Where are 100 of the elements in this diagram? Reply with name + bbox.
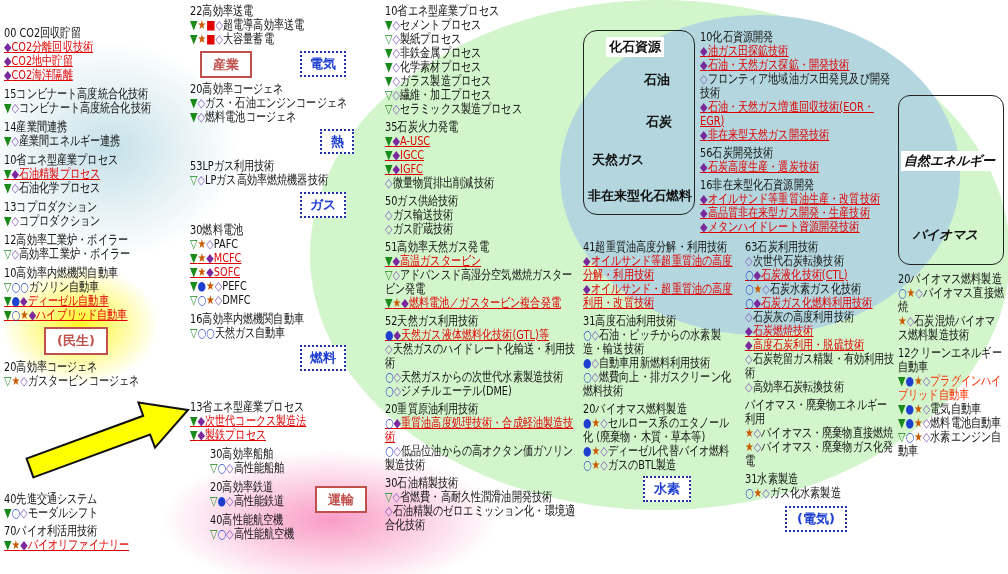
technology-item: ★◇バイオマス・廃棄物ガス化発電	[745, 440, 895, 468]
box-title: 自然エネルギー	[901, 151, 998, 171]
category-box: 燃料	[300, 345, 346, 371]
technology-heading: 12高効率工業炉・ボイラー	[4, 233, 128, 247]
technology-heading: 20高効率コージェネ	[190, 82, 284, 96]
region-label: 天然ガス	[592, 151, 644, 169]
technology-item: ▽●◇高性能鉄道	[210, 494, 285, 508]
technology-item: ▽◇アドバンスド高湿分空気燃焼ガスタービン発電	[385, 268, 574, 296]
technology-item: ▼◇コンビナート高度統合化技術	[4, 101, 151, 115]
technology-item: ○◇天然ガスからの次世代水素製造技術	[385, 370, 564, 384]
rounded-box	[583, 30, 695, 215]
technology-heading: 13省エネ型産業プロセス	[190, 400, 304, 414]
region-label: 石炭	[646, 113, 672, 131]
technology-item: ▽◇省燃費・高耐久性潤滑油開発技術	[385, 490, 553, 504]
technology-item: ▼◇ガラス製造プロセス	[385, 74, 492, 88]
technology-item: ▼◇石油化学プロセス	[4, 181, 101, 195]
technology-heading: 22高効率送電	[190, 4, 254, 18]
technology-item: ◇天然ガスのハイドレート化輸送・利用技術	[385, 342, 577, 370]
technology-item: ◇石油精製のゼロエミッション化・環境適合化技術	[385, 504, 577, 532]
technology-item: ○◆石炭ガス化燃料利用技術	[745, 296, 873, 310]
technology-item: ▼◆A-USC	[385, 134, 431, 148]
technology-item: ○★◇バイオマス直接燃焼	[898, 286, 1004, 314]
technology-item: ●★◇セルロース系のエタノール化 (廃棄物・木質・草本等)	[583, 416, 731, 444]
technology-heading: 14産業間連携	[4, 120, 68, 134]
technology-item: ◇次世代石炭転換技術	[745, 254, 844, 268]
technology-item: ▼★◆MCFC	[190, 251, 242, 265]
technology-item: ○★◇ガスのBTL製造	[583, 458, 677, 472]
technology-item: ▼●★◇プラグインハイブリッド自動車	[898, 374, 1003, 402]
technology-item: ▼◆IGFC	[385, 162, 423, 176]
technology-item: ▼◆製鉄プロセス	[190, 428, 266, 442]
technology-heading: 50ガス供給技術	[385, 194, 459, 208]
technology-item: ▼★◆SOFC	[190, 265, 241, 279]
technology-item: ▽◇セラミックス製造プロセス	[385, 102, 522, 116]
technology-item: ◇高効率石炭転換技術	[745, 380, 844, 394]
technology-item: ○◇石油・ピッチからの水素製造・輸送技術	[583, 328, 722, 356]
technology-item: ●◆天然ガス液体燃料化技術(GTL)等	[385, 328, 549, 342]
technology-item: ◆オイルサンド・超重質油の高度利用・改質技術	[583, 282, 734, 310]
region-label: バイオマス	[913, 226, 978, 244]
technology-item: ▽○○天然ガス自動車	[190, 326, 286, 340]
technology-item: ◆高品質非在来型ガス開発・生産技術	[700, 206, 870, 220]
technology-heading: 10高効率内燃機関自動車	[4, 266, 118, 280]
technology-heading: 15コンビナート高度統合化技術	[4, 87, 149, 101]
technology-heading: 20重質原油利用技術	[385, 402, 479, 416]
technology-heading: 35石炭火力発電	[385, 120, 459, 134]
technology-heading: 31水素製造	[745, 472, 798, 486]
technology-heading: 63石炭利用技術	[745, 240, 819, 254]
technology-item: ▼★◆燃料電池／ガスタービン複合発電	[385, 296, 561, 310]
technology-item: ◆石油・天然ガス増進回収技術(EOR・EGR)	[700, 100, 875, 128]
technology-item: ▼●★◇燃料電池自動車	[898, 416, 1002, 430]
technology-item: ◆高度石炭利用・脱硫技術	[745, 338, 865, 352]
box-title: 化石資源	[606, 37, 664, 57]
technology-item: ●◇自動車用新燃料利用技術	[583, 356, 711, 370]
technology-item: ▽◇LPガス高効率燃焼機器技術	[190, 173, 328, 187]
technology-heading: 12クリーンエネルギー自動車	[898, 346, 1003, 374]
technology-heading: 10省エネ型産業プロセス	[385, 4, 499, 18]
technology-item: ◆CO2海洋隔離	[4, 68, 73, 82]
region-label: 石油	[644, 71, 670, 89]
rounded-box	[898, 95, 1004, 265]
technology-item: ○◆重質油高度処理技術・合成軽油製造技術	[385, 416, 575, 444]
technology-item: ▼◇化学素材プロセス	[385, 60, 482, 74]
technology-item: ▽◇繊維・加工プロセス	[385, 88, 492, 102]
technology-item: ★◇石炭混焼バイオマス燃料製造技術	[898, 314, 997, 342]
technology-item: ▽○★◇DMFC	[190, 293, 251, 307]
technology-item: ◇石炭灰の高度利用技術	[745, 310, 854, 324]
technology-heading: 53LPガス利用技術	[190, 159, 275, 173]
technology-item: ▼●★◇電気自動車	[898, 402, 981, 416]
category-box: 運輸	[315, 486, 367, 513]
technology-heading: 70バイオ利活用技術	[4, 524, 98, 538]
category-box: (電気)	[785, 506, 847, 532]
category-box: 産業	[200, 51, 252, 78]
arrow	[25, 401, 190, 479]
technology-heading: 40先進交通システム	[4, 492, 98, 506]
category-box: 電気	[300, 51, 346, 77]
technology-item: ◇ガス貯蔵技術	[385, 222, 454, 236]
category-box: ガス	[300, 192, 346, 218]
technology-item: ▽○◇高性能船舶	[210, 461, 285, 475]
technology-item: ▽○○ガソリン自動車	[4, 280, 100, 294]
technology-heading: 30石油精製技術	[385, 476, 459, 490]
technology-item: ◆オイルサンド等重質油生産・改質技術	[700, 192, 880, 206]
technology-heading: 10省エネ型産業プロセス	[4, 153, 118, 167]
technology-item: ▽○★◇水素エンジン自動車	[898, 430, 1003, 458]
technology-item: ○◇燃費向上・排ガスクリーン化燃料技術	[583, 370, 732, 398]
technology-heading: バイオマス・廃棄物エネルギー利用	[745, 398, 888, 426]
technology-item: ●★◇ディーゼル代替バイオ燃料	[583, 444, 730, 458]
technology-item: ▼◇ガス・石油エンジンコージェネ	[190, 96, 347, 110]
technology-item: ▼◇産業間エネルギー連携	[4, 134, 121, 148]
technology-heading: 40高性能航空機	[210, 513, 284, 527]
technology-heading: 31高度石油利用技術	[583, 314, 677, 328]
technology-item: ○★◇石炭水素ガス化技術	[745, 282, 862, 296]
technology-heading: 41超重質油高度分解・利用技術	[583, 240, 728, 254]
technology-item: ▼◇燃料電池コージェネ	[190, 110, 297, 124]
technology-item: ▼★◆バイオリファイナリー	[4, 538, 130, 552]
technology-item: ▼◆IGCC	[385, 148, 425, 162]
category-box: 熱	[320, 129, 354, 154]
technology-heading: 20高効率鉄道	[210, 480, 274, 494]
technology-item: ◆石炭燃焼技術	[745, 324, 814, 338]
technology-item: ▼◇非鉄金属プロセス	[385, 46, 482, 60]
technology-item: ▽◇高効率工業炉・ボイラー	[4, 247, 131, 261]
technology-item: ▼●◆ディーゼル自動車	[4, 294, 109, 308]
technology-item: ◆オイルサンド等超重質油の高度分解・利用技術	[583, 254, 734, 282]
